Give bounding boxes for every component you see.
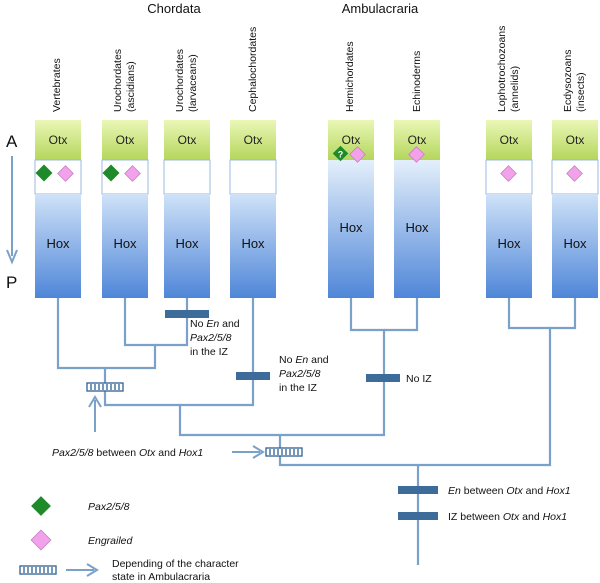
taxon-name: Vertebrates <box>51 58 63 112</box>
legend-depending-line1: Depending of the character <box>112 558 239 570</box>
hox-domain <box>552 194 598 298</box>
pax-diamond-icon <box>102 164 120 182</box>
svg-text:Pax2/5/8: Pax2/5/8 <box>190 332 232 344</box>
ap-axis-arrow <box>6 156 18 265</box>
legend-engrailed-label: Engrailed <box>88 535 134 547</box>
column-echinoderms: Echinoderms Otx Hox <box>394 51 440 298</box>
column-urochordates-ascidians: Urochordates (ascidians) Otx Hox <box>101 49 149 298</box>
taxon-name: Echinoderms <box>411 51 423 112</box>
svg-text:No En and: No En and <box>279 354 329 366</box>
hox-domain <box>102 194 148 298</box>
iz-gap <box>163 159 211 195</box>
hox-label: Hox <box>46 236 70 251</box>
column-urochordates-larvaceans: Urochordates (larvaceans) Otx Hox <box>163 49 211 298</box>
note-pax-between: Pax2/5/8 between Otx and Hox1 <box>52 447 203 459</box>
otx-label: Otx <box>116 133 135 147</box>
legend-arrow-icon <box>66 563 99 577</box>
taxon-name: Urochordates <box>174 49 186 112</box>
svg-text:in the IZ: in the IZ <box>190 346 229 358</box>
taxon-subname: (annelids) <box>509 66 521 112</box>
otx-domain <box>552 120 598 160</box>
legend-engrailed-icon <box>30 529 52 551</box>
hox-domain <box>486 194 532 298</box>
arrow-right-icon <box>232 445 265 459</box>
note-larvaceans: No En and Pax2/5/8 in the IZ <box>190 318 240 358</box>
hatched-bar-chordate <box>86 382 124 392</box>
taxon-name: Lophotrochozoans <box>496 26 508 112</box>
note-en-between: En between Otx and Hox1 <box>448 485 571 497</box>
taxon-subname: (larvaceans) <box>187 54 199 112</box>
taxon-name: Ecdysozoans <box>562 50 574 112</box>
hatched-bar-deuterostome <box>265 447 303 457</box>
legend: Pax2/5/8 Engrailed Depending of the char… <box>19 496 239 583</box>
column-hemichordates: Hemichordates Otx Hox ? <box>328 41 374 298</box>
engrailed-diamond-icon <box>500 165 517 182</box>
hox-domain <box>328 160 374 298</box>
otx-label: Otx <box>408 133 427 147</box>
column-lophotrochozoans: Lophotrochozoans (annelids) Otx Hox <box>485 26 533 298</box>
legend-pax-label: Pax2/5/8 <box>88 501 130 513</box>
note-no-iz: No IZ <box>406 373 432 385</box>
hox-domain <box>35 194 81 298</box>
legend-pax-icon <box>31 496 51 516</box>
note-iz-between: IZ between Otx and Hox1 <box>448 511 567 523</box>
character-bar-larvaceans <box>165 310 209 318</box>
otx-domain <box>230 120 276 160</box>
hox-domain <box>230 194 276 298</box>
taxon-subname: (insects) <box>575 72 587 112</box>
svg-text:No En and: No En and <box>190 318 240 330</box>
taxon-name: Urochordates <box>112 49 124 112</box>
group-label-chordata: Chordata <box>147 1 201 16</box>
character-bar-en <box>398 486 438 494</box>
character-bar-iz <box>398 512 438 520</box>
character-bar-echinoderms <box>366 374 400 382</box>
svg-text:in the IZ: in the IZ <box>279 382 318 394</box>
column-vertebrates: Vertebrates Otx Hox <box>34 58 82 298</box>
pax-diamond-icon <box>332 145 349 162</box>
engrailed-diamond-icon <box>566 165 583 182</box>
hox-label: Hox <box>339 220 363 235</box>
posterior-label: P <box>6 273 17 292</box>
hox-label: Hox <box>241 236 265 251</box>
otx-label: Otx <box>244 133 263 147</box>
otx-label: Otx <box>342 133 361 147</box>
otx-domain <box>35 120 81 160</box>
otx-label: Otx <box>566 133 585 147</box>
legend-depending-line2: state in Ambulacraria <box>112 571 210 583</box>
note-cephalochordates: No En and Pax2/5/8 in the IZ <box>279 354 329 394</box>
iz-gap <box>229 159 277 195</box>
engrailed-diamond-icon <box>408 146 425 163</box>
column-ecdysozoans: Ecdysozoans (insects) Otx Hox <box>551 50 599 298</box>
hox-label: Hox <box>405 220 429 235</box>
hox-label: Hox <box>175 236 199 251</box>
engrailed-diamond-icon <box>349 146 366 163</box>
taxon-columns: Vertebrates Otx Hox Urochordates (ascidi… <box>34 26 599 298</box>
hox-domain <box>164 194 210 298</box>
phylogeny-tree <box>56 298 577 565</box>
engrailed-diamond-icon <box>124 165 141 182</box>
taxon-name: Hemichordates <box>344 41 356 112</box>
character-bar-cephalochordates <box>236 372 270 380</box>
engrailed-diamond-icon <box>57 165 74 182</box>
otx-domain <box>486 120 532 160</box>
taxon-name: Cephalochordates <box>247 27 259 112</box>
question-mark: ? <box>338 150 344 160</box>
hox-label: Hox <box>497 236 521 251</box>
hox-label: Hox <box>113 236 137 251</box>
column-cephalochordates: Cephalochordates Otx Hox <box>229 27 277 298</box>
otx-domain <box>102 120 148 160</box>
otx-label: Otx <box>500 133 519 147</box>
legend-hatched-icon <box>19 565 57 575</box>
group-label-ambulacraria: Ambulacraria <box>342 1 419 16</box>
otx-label: Otx <box>49 133 68 147</box>
hox-label: Hox <box>563 236 587 251</box>
svg-text:Pax2/5/8: Pax2/5/8 <box>279 368 321 380</box>
anterior-label: A <box>6 132 18 151</box>
taxon-subname: (ascidians) <box>125 61 137 112</box>
otx-label: Otx <box>178 133 197 147</box>
arrow-up-icon <box>88 395 102 432</box>
otx-domain <box>164 120 210 160</box>
hox-domain <box>394 160 440 298</box>
